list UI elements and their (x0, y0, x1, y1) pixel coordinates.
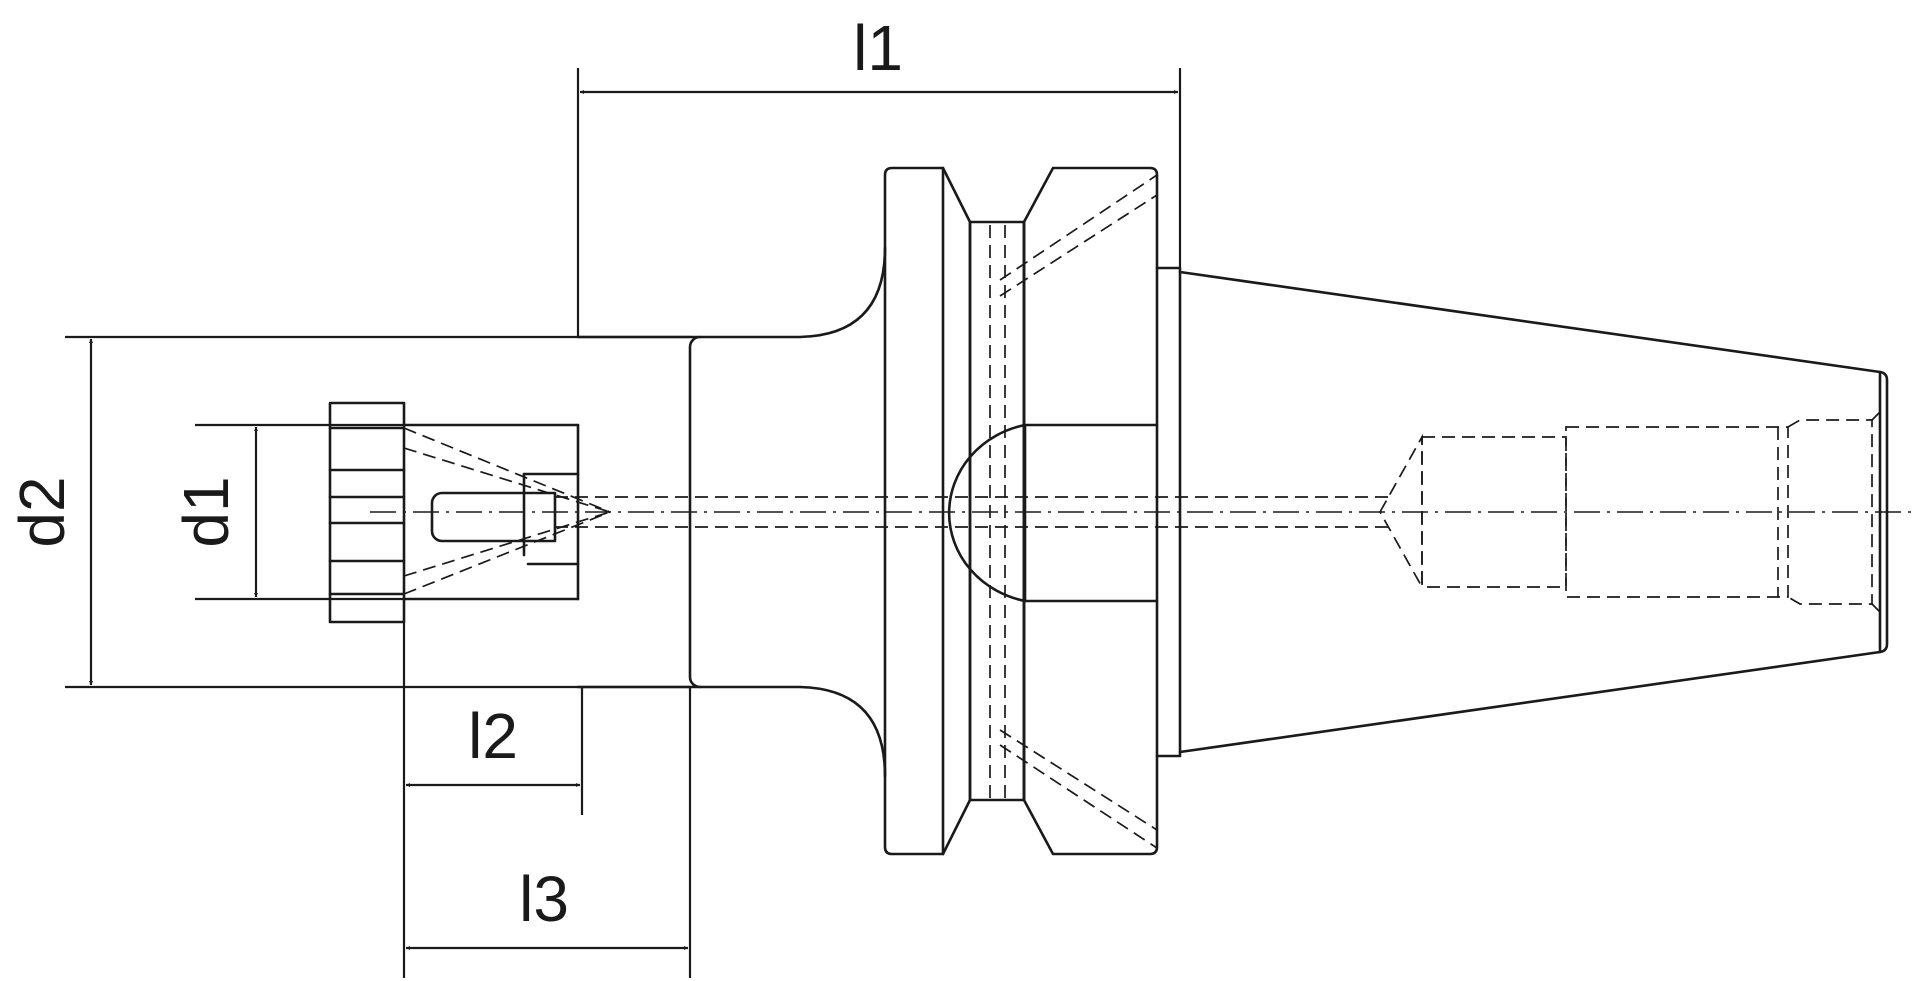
flange (883, 166, 945, 856)
l1-label: l1 (853, 12, 903, 84)
d2-label: d2 (6, 476, 78, 547)
dim-d2: d2 (6, 339, 93, 685)
tool-shank (430, 491, 557, 543)
l2-label: l2 (468, 700, 518, 772)
drive-slot (947, 423, 1159, 603)
dim-d1: d1 (170, 427, 258, 597)
flange-rear (1022, 166, 1159, 856)
extension-lines (65, 68, 1182, 978)
hidden-features (403, 174, 1881, 849)
holder-body (328, 166, 1889, 856)
l3-label: l3 (519, 863, 569, 935)
d1-label: d1 (170, 476, 242, 547)
dim-l3: l3 (406, 863, 688, 950)
tool-shank-collar (522, 472, 580, 566)
dim-l2: l2 (406, 700, 580, 787)
collet-nut-flats (328, 426, 406, 596)
dim-l1: l1 (580, 12, 1178, 94)
